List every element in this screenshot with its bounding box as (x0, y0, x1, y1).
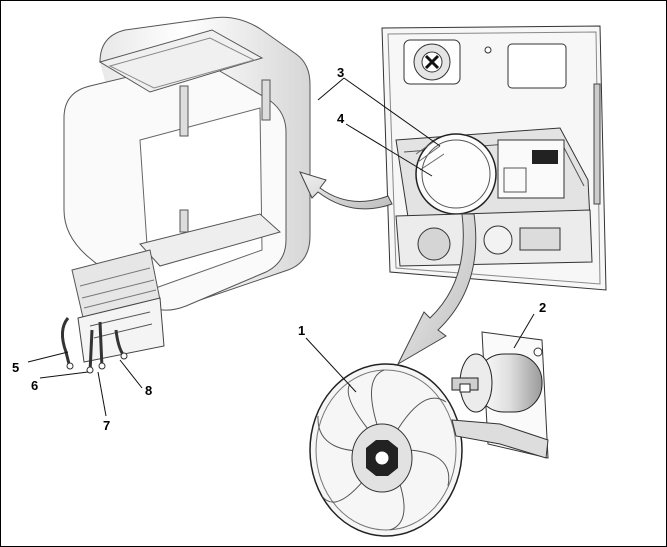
callout-3: 3 (337, 65, 344, 80)
callout-8: 8 (145, 383, 152, 398)
leader-lines (27, 77, 535, 417)
removal-arrow-down (396, 213, 477, 366)
fan-motor-assembly (451, 331, 549, 459)
fan-shroud-housing (61, 16, 311, 374)
callout-5: 5 (12, 360, 19, 375)
callout-6: 6 (31, 378, 38, 393)
fan-blade-assembly (309, 363, 463, 537)
callout-1: 1 (298, 323, 305, 338)
callout-2: 2 (539, 300, 546, 315)
callout-7: 7 (103, 418, 110, 433)
callout-4: 4 (337, 111, 345, 126)
unit-frame-panel (381, 25, 607, 291)
removal-arrow-left (299, 171, 393, 210)
